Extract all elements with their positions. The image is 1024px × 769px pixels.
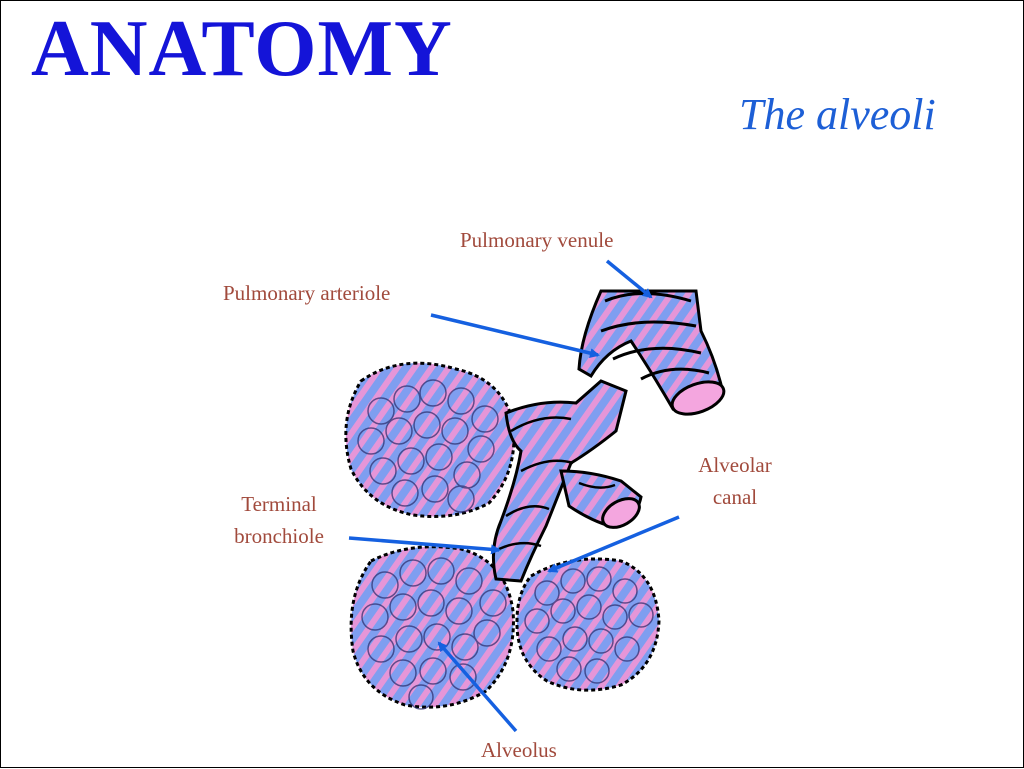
label-alveolar-canal-line2: canal [712, 484, 758, 509]
label-pulmonary-arteriole: Pulmonary arteriole [223, 281, 391, 305]
pulmonary-vessels [577, 289, 726, 416]
label-alveolar-canal-line1: Alveolar [698, 453, 772, 477]
label-pulmonary-venule: Pulmonary venule [460, 228, 614, 252]
alveolar-sac-upper-left [344, 361, 516, 518]
arrow-alveolar-canal [547, 515, 680, 573]
label-terminal-bronchiole: Terminal bronchiole [227, 489, 331, 552]
slide-subtitle: The alveoli [739, 90, 936, 139]
alveolar-sac-lower-right [515, 557, 661, 692]
label-terminal-bronchiole-line1: Terminal [241, 492, 317, 516]
label-terminal-bronchiole-line2: bronchiole [234, 523, 324, 548]
bronchiole-tree [491, 379, 643, 583]
label-arrows [348, 259, 680, 733]
arrow-terminal-bronchiole [348, 536, 501, 555]
slide-title: ANATOMY [31, 5, 453, 93]
label-alveolar-canal: Alveolar canal [687, 450, 783, 513]
arrow-pulmonary-venule [605, 259, 653, 299]
alveolar-sac-lower-left [349, 545, 515, 710]
arrow-alveolus [437, 641, 518, 733]
arrow-pulmonary-arteriole [430, 313, 600, 358]
label-alveolus: Alveolus [481, 738, 557, 762]
